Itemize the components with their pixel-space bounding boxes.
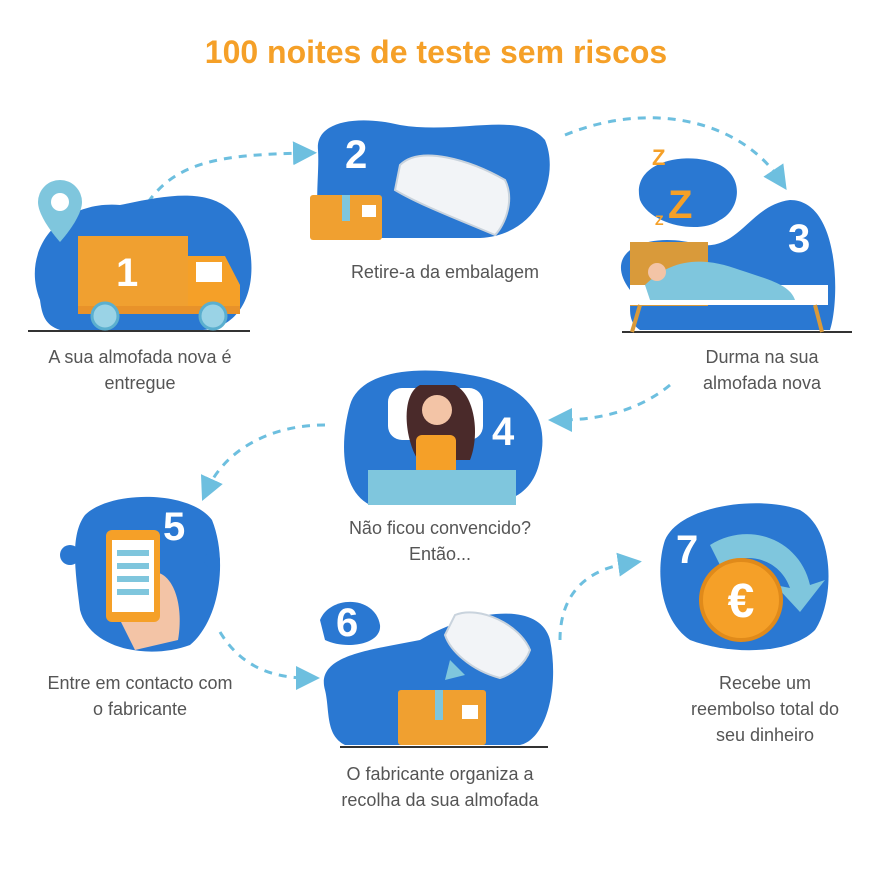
arrow-5-6 [218, 631, 320, 690]
step-7-illustration: € 7 [660, 503, 829, 651]
step-4-label: Não ficou convencido?Então... [348, 518, 532, 564]
step-number: 4 [492, 410, 515, 454]
pillow-icon [393, 154, 511, 237]
step-5-illustration: 5 [60, 496, 221, 652]
euro-coin-icon [699, 558, 783, 642]
pillow-icon [443, 611, 532, 680]
step-4-illustration: 4 [344, 370, 543, 505]
arrow-4-5 [200, 423, 326, 501]
arrow-2-3 [564, 116, 787, 190]
step-1-illustration: 1 [28, 180, 252, 332]
step-number: 3 [788, 217, 810, 261]
step-3-illustration: Z Z Z 3 [620, 145, 852, 333]
arrow-down-icon [445, 660, 465, 680]
page-title: 100 noites de teste sem riscos [204, 34, 668, 70]
step-6-illustration: 6 [320, 601, 554, 748]
arrow-6-7 [558, 552, 642, 641]
svg-text:€: € [728, 575, 755, 628]
blanket [645, 261, 795, 300]
arrow-3-4 [548, 383, 671, 432]
flow-arrows [138, 116, 787, 690]
blanket [368, 470, 516, 505]
step-number: 6 [336, 601, 358, 645]
step-number: 1 [116, 251, 138, 295]
svg-text:Z: Z [652, 145, 665, 170]
svg-text:Z: Z [668, 183, 692, 227]
step-number: 7 [676, 528, 698, 572]
arrow-1-2 [138, 141, 317, 216]
delivery-truck-icon [78, 236, 188, 306]
refund-arrow-icon [710, 534, 825, 612]
svg-text:Z: Z [655, 212, 664, 228]
step-2-illustration: 2 [310, 120, 550, 240]
step-2-label: Retire-a da embalagem [350, 262, 540, 282]
step-number: 2 [345, 133, 367, 177]
step-number: 5 [163, 505, 185, 549]
